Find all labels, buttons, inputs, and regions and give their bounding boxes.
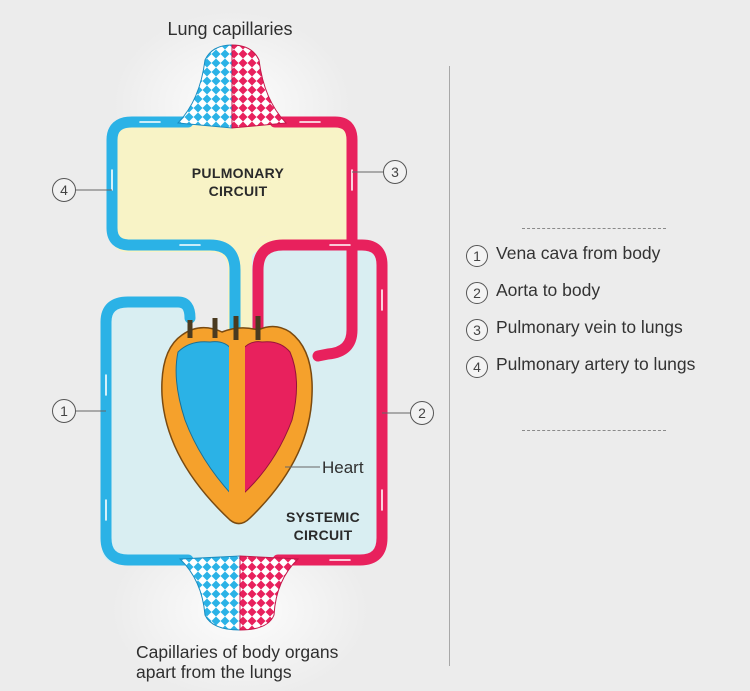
legend: 1 Vena cava from body 2 Aorta to body 3 … [466, 244, 746, 392]
heart-label: Heart [322, 458, 364, 477]
legend-number-badge: 3 [466, 319, 488, 341]
legend-text: Pulmonary vein to lungs [496, 317, 683, 337]
marker-2-label: 2 [418, 405, 426, 421]
aorta-vessel [252, 239, 388, 566]
pulmonary-label-line1: PULMONARY [192, 165, 285, 181]
body-capillaries-label-line2: apart from the lungs [136, 662, 292, 682]
legend-text: Vena cava from body [496, 243, 661, 263]
body-capillaries-label-line1: Capillaries of body organs [136, 642, 339, 662]
marker-4-label: 4 [60, 182, 68, 198]
legend-number-badge: 2 [466, 282, 488, 304]
legend-item: 2 Aorta to body [466, 281, 746, 304]
legend-bottom-rule [522, 430, 666, 431]
legend-top-rule [522, 228, 666, 229]
legend-item: 4 Pulmonary artery to lungs [466, 355, 746, 378]
marker-group: 4 3 1 2 [52, 160, 434, 468]
legend-number-badge: 1 [466, 245, 488, 267]
pulmonary-region [112, 122, 352, 330]
systemic-label-line1: SYSTEMIC [286, 509, 360, 525]
pulmonary-artery-vessel [106, 116, 241, 341]
lung-capillaries-label: Lung capillaries [167, 19, 292, 39]
marker-3-label: 3 [391, 164, 399, 180]
legend-item: 3 Pulmonary vein to lungs [466, 318, 746, 341]
divider-line [449, 66, 450, 666]
legend-text: Aorta to body [496, 280, 601, 300]
vena-cava-vessel [100, 296, 196, 566]
systemic-label-line2: CIRCUIT [294, 527, 353, 543]
legend-number-badge: 4 [466, 356, 488, 378]
lung-capillaries [176, 44, 288, 129]
legend-item: 1 Vena cava from body [466, 244, 746, 267]
pulmonary-vein-vessel [269, 116, 358, 362]
pulmonary-label-line2: CIRCUIT [209, 183, 268, 199]
legend-text: Pulmonary artery to lungs [496, 354, 696, 374]
heart-graphic [161, 316, 313, 525]
body-capillaries [178, 555, 300, 631]
marker-1-label: 1 [60, 403, 68, 419]
